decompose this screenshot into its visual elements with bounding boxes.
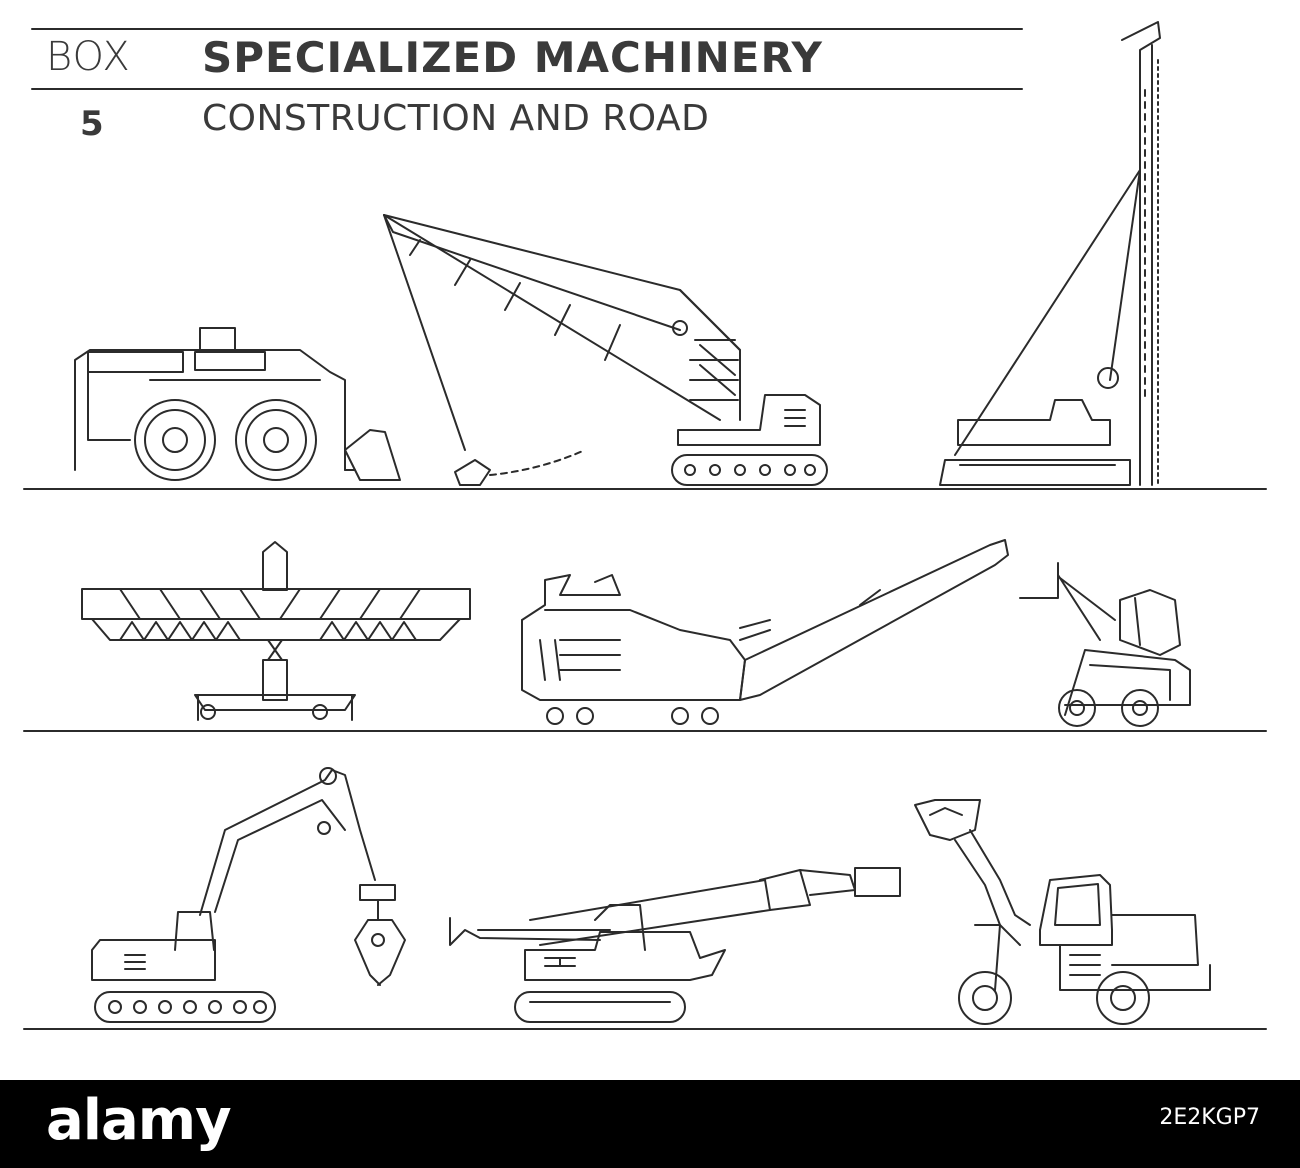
box-number: 5 bbox=[80, 104, 104, 144]
box-label: BOX bbox=[46, 34, 131, 80]
page-title: SPECIALIZED MACHINERY bbox=[202, 33, 823, 82]
bridge-girder-launcher-icon bbox=[81, 541, 471, 721]
brand-logo-text: alamy bbox=[46, 1088, 232, 1153]
mining-dump-truck-icon bbox=[74, 327, 401, 481]
cold-milling-machine-icon bbox=[521, 539, 1009, 725]
material-handler-grapple-icon bbox=[91, 767, 406, 1023]
dragline-excavator-icon bbox=[383, 214, 828, 486]
mini-concrete-mixer-icon bbox=[1019, 562, 1191, 727]
pile-driver-rig-icon bbox=[939, 21, 1161, 486]
stock-image-id: 2E2KGP7 bbox=[1159, 1105, 1260, 1130]
high-lift-wheel-loader-icon bbox=[914, 799, 1211, 1025]
tunnel-drilling-jumbo-icon bbox=[449, 867, 901, 1023]
watermark-footer-bar bbox=[0, 1080, 1300, 1168]
page-subtitle: CONSTRUCTION AND ROAD bbox=[202, 98, 710, 139]
